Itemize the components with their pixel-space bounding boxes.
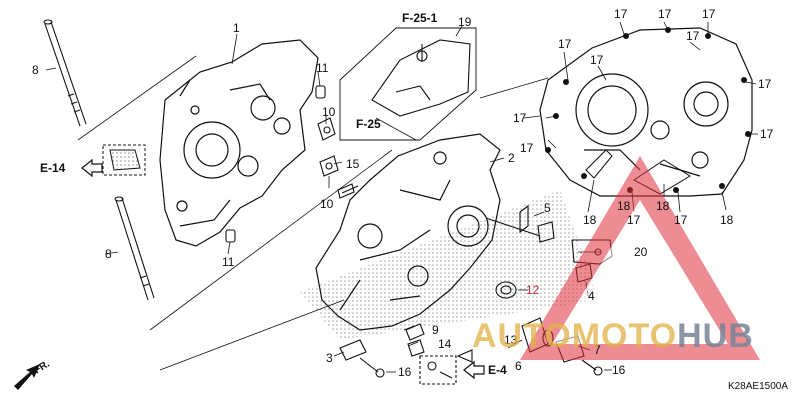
callout-20: 20 [634,245,648,259]
callout-15: 15 [346,157,360,171]
callout-10-lower: 10 [320,197,334,211]
callout-9: 9 [432,323,439,337]
callout-18-c: 18 [720,213,734,227]
callout-1: 1 [233,21,240,35]
ref-f25: F-25 [356,117,381,131]
callout-17-k: 17 [627,213,641,227]
watermark-triangle [520,156,760,360]
callout-14: 14 [438,337,452,351]
callout-12: 12 [526,283,540,297]
callout-16-right: 16 [612,363,626,377]
callout-4: 4 [588,289,595,303]
callout-2: 2 [508,151,515,165]
connection-lines [77,55,549,371]
callout-19: 19 [458,15,472,29]
front-arrow-icon [14,364,40,390]
callout-18-d: 18 [617,199,631,213]
callout-18-b: 18 [656,199,670,213]
watermark-part-hub: HUB [677,317,754,355]
stud-bolt-lower [114,196,155,301]
ref-e14: E-14 [40,161,66,175]
callout-17-f: 17 [686,29,700,43]
callout-3: 3 [326,351,333,365]
callout-11-upper: 11 [316,61,329,75]
callout-5: 5 [544,201,551,215]
callout-17-h: 17 [513,111,527,125]
callout-7: 7 [594,343,601,357]
callout-17-j: 17 [520,141,534,155]
callout-13: 13 [504,333,518,347]
callout-8-upper: 8 [32,63,39,77]
leader-lines [45,21,758,373]
callout-17-a: 17 [558,37,572,51]
callout-17-b: 17 [614,7,628,21]
watermark-text: AUTOMOTOHUB [472,318,754,354]
diagram-code: K28AE1500A [727,381,788,392]
callout-8-lower: 8 [105,247,112,261]
ref-e4: E-4 [488,363,507,377]
left-small-parts [225,85,359,243]
callout-6: 6 [515,359,522,373]
left-crankcase [159,39,319,247]
callout-17-e: 17 [590,53,604,67]
callout-10-upper: 10 [322,105,336,119]
stipple-area [300,190,600,340]
watermark-part-auto: AUTO [472,317,572,355]
e4-arrow-icon [463,360,485,380]
right-crankcase [315,133,501,331]
callout-17-l: 17 [674,213,688,227]
breather-box [81,144,146,178]
callout-18-a: 18 [583,213,597,227]
crankcase-inner-view [539,27,753,197]
callout-17-d: 17 [702,7,716,21]
detail-f25-1 [339,27,477,141]
watermark-part-moto: MOTO [571,317,678,355]
callout-11-lower: 11 [222,255,235,269]
callout-17-i: 17 [760,127,774,141]
callout-17-g: 17 [758,77,772,91]
ref-f25-1: F-25-1 [402,11,438,25]
stud-bolt-upper [43,19,87,127]
callout-16-left: 16 [398,365,412,379]
callout-17-c: 17 [658,7,672,21]
